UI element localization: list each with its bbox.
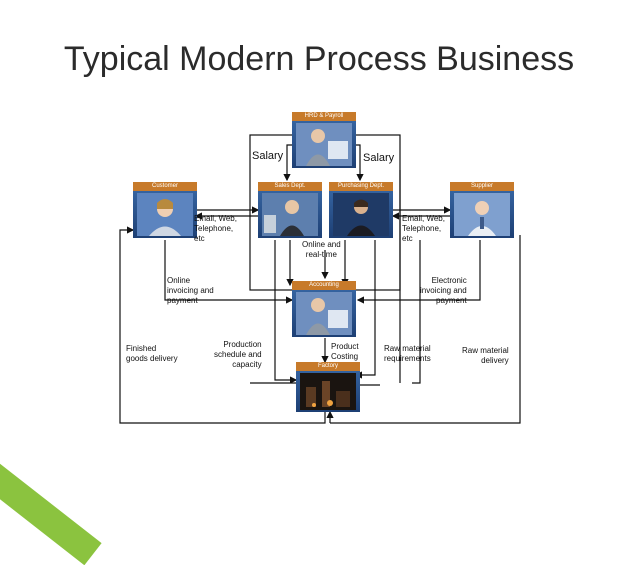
- node-factory: Factory: [296, 362, 360, 412]
- node-purchasing-label: Purchasing Dept.: [329, 182, 393, 191]
- label-email-right: Email, Web, Telephone, etc: [402, 214, 445, 243]
- flow-diagram-lines: [119, 134, 521, 424]
- person-icon: [137, 193, 193, 236]
- person-icon: [296, 123, 352, 166]
- customer-accounting-line: [164, 240, 294, 304]
- label-salary-left: Salary: [252, 150, 284, 162]
- node-customer-label: Customer: [133, 182, 197, 191]
- label-electronic-invoicing: Electronic invoicing and payment: [420, 276, 467, 305]
- production-schedule-line: [274, 240, 298, 384]
- factory-icon: [300, 373, 356, 410]
- label-production-schedule: Production schedule and capacity: [214, 340, 262, 369]
- supplier-accounting-line: [356, 240, 481, 304]
- node-customer: Customer: [133, 182, 197, 238]
- finished-goods-line: [119, 226, 326, 424]
- node-factory-label: Factory: [296, 362, 360, 371]
- node-accounting: Accounting: [292, 281, 356, 337]
- label-finished-goods: Finished goods delivery: [126, 344, 178, 363]
- node-supplier: Supplier: [450, 182, 514, 238]
- node-hrd-label: HRD & Payroll: [292, 112, 356, 121]
- person-icon: [296, 292, 352, 335]
- node-sales-dept: Sales Dept.: [258, 182, 322, 238]
- raw-delivery-line: [330, 235, 521, 424]
- right-vertical-2: [412, 240, 421, 384]
- slide-title: Typical Modern Process Business: [63, 40, 575, 78]
- node-hrd-payroll: HRD & Payroll: [292, 112, 356, 168]
- person-icon: [454, 193, 510, 236]
- raw-requirements-line: [354, 240, 376, 379]
- label-product-costing: Product Costing: [331, 342, 359, 361]
- label-salary-right: Salary: [363, 152, 395, 164]
- label-raw-requirements: Raw material requirements: [384, 344, 431, 363]
- person-icon: [262, 193, 318, 236]
- person-icon: [333, 193, 389, 236]
- label-online-realtime: Online and real-time: [302, 240, 341, 259]
- node-accounting-label: Accounting: [292, 281, 356, 290]
- node-sales-label: Sales Dept.: [258, 182, 322, 191]
- node-supplier-label: Supplier: [450, 182, 514, 191]
- label-raw-delivery: Raw material delivery: [462, 346, 509, 365]
- label-online-invoicing: Online invoicing and payment: [167, 276, 214, 305]
- label-email-left: Email, Web, Telephone, etc: [194, 214, 237, 243]
- node-purchasing-dept: Purchasing Dept.: [329, 182, 393, 238]
